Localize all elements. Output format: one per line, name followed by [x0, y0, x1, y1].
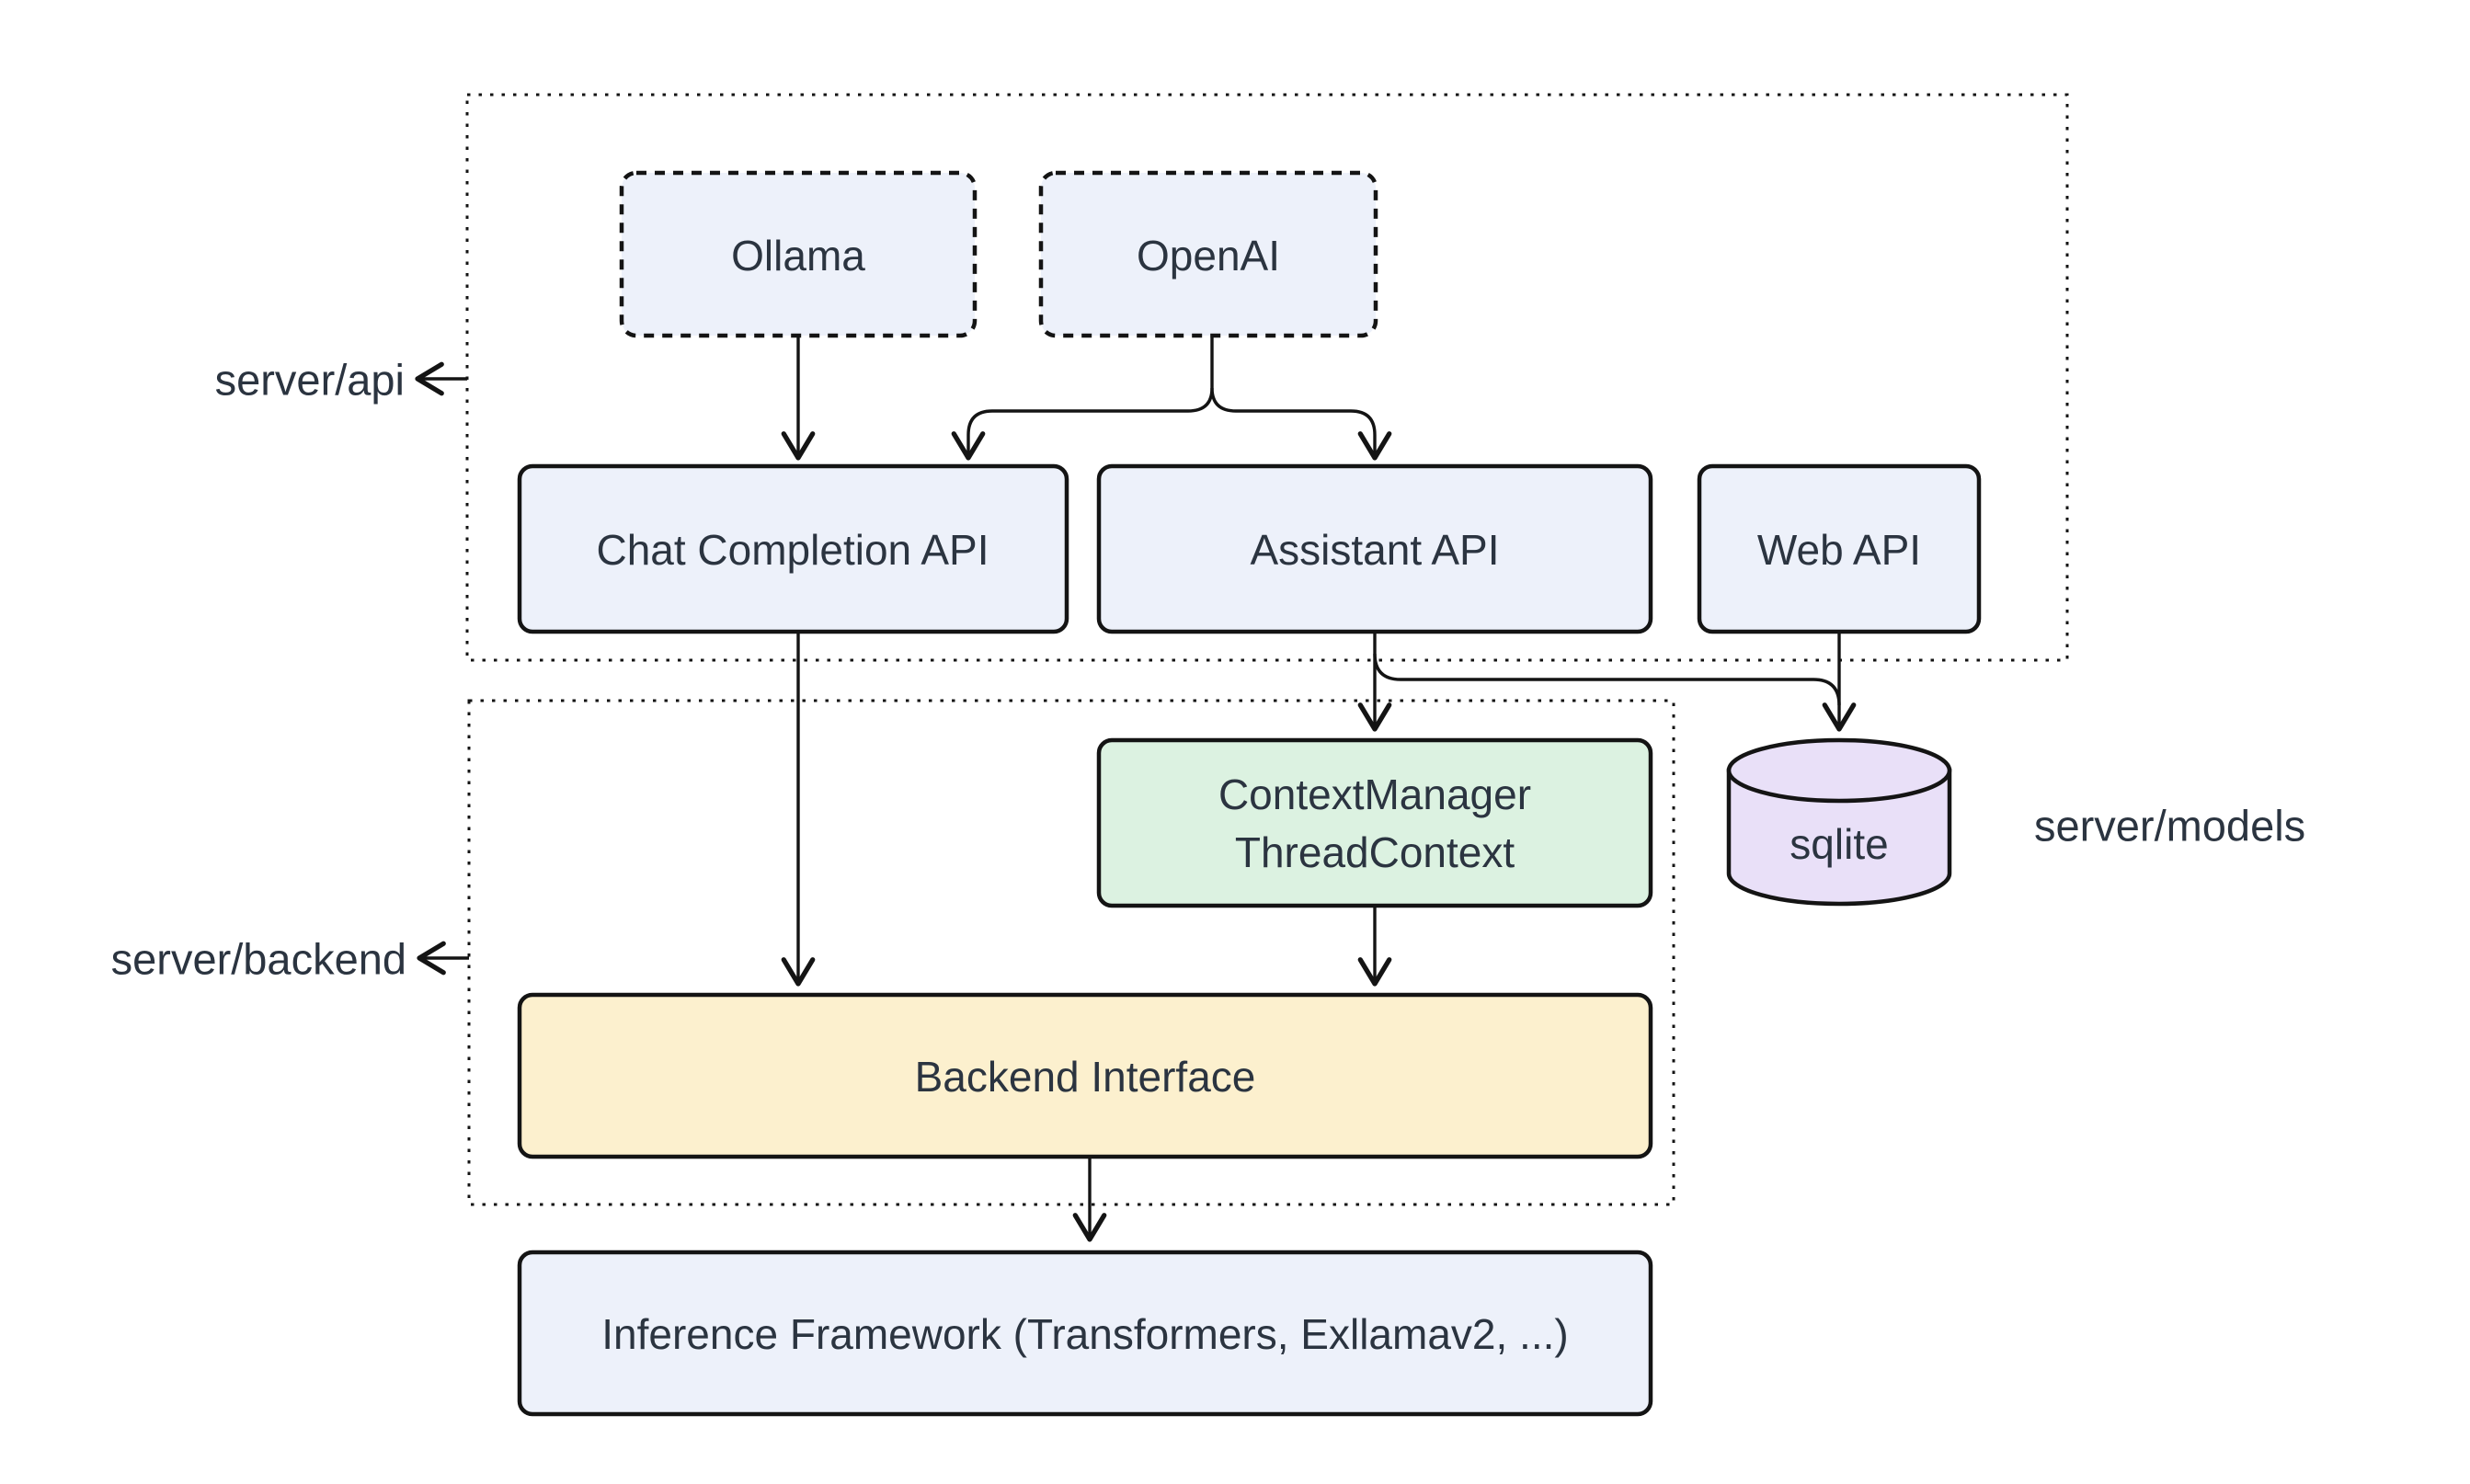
server-backend-label: server/backend — [111, 935, 406, 984]
container-server-api: server/api — [215, 93, 2069, 662]
node-sqlite: sqlite — [1726, 737, 1952, 907]
node-chat-completion-api: Chat Completion API — [517, 463, 1069, 634]
node-web-api: Web API — [1697, 463, 1982, 634]
ollama-box — [619, 170, 978, 338]
chat-completion-api-label: Chat Completion API — [596, 526, 989, 574]
openai-label: OpenAI — [1137, 232, 1280, 280]
context-manager-label-line2: ThreadContext — [1235, 828, 1515, 876]
server-api-label: server/api — [215, 356, 405, 405]
backend-interface-label: Backend Interface — [915, 1053, 1256, 1101]
sqlite-label: sqlite — [1790, 820, 1888, 868]
web-api-box — [1697, 463, 1982, 634]
node-context-manager: ContextManager ThreadContext — [1096, 737, 1653, 908]
edge-openai-to-assistant-api — [1210, 387, 1392, 461]
node-inference-framework: Inference Framework (Transformers, Exlla… — [517, 1250, 1653, 1417]
assistant-api-label: Assistant API — [1250, 526, 1499, 574]
edge-openai-to-chat-api — [951, 337, 1214, 461]
container-server-backend: server/backend — [111, 699, 1675, 1206]
edges — [781, 337, 1857, 1242]
assistant-api-box — [1096, 463, 1653, 634]
node-ollama: Ollama — [619, 170, 978, 338]
context-manager-box — [1096, 737, 1653, 908]
web-api-label: Web API — [1757, 526, 1921, 574]
chat-completion-api-box — [517, 463, 1069, 634]
inference-framework-box — [517, 1250, 1653, 1417]
sqlite-cylinder-body — [1726, 768, 1952, 907]
edge-assistant-api-to-sqlite — [1373, 653, 1841, 706]
node-backend-interface: Backend Interface — [517, 992, 1653, 1159]
backend-interface-box — [517, 992, 1653, 1159]
inference-framework-label: Inference Framework (Transformers, Exlla… — [601, 1310, 1568, 1358]
server-backend-boundary — [467, 699, 1675, 1206]
ollama-label: Ollama — [731, 232, 865, 280]
openai-box — [1038, 170, 1378, 338]
server-models-label: server/models — [2034, 802, 2305, 850]
sqlite-cylinder-top — [1726, 737, 1952, 804]
context-manager-label-line1: ContextManager — [1218, 771, 1531, 818]
node-openai: OpenAI — [1038, 170, 1378, 338]
node-assistant-api: Assistant API — [1096, 463, 1653, 634]
